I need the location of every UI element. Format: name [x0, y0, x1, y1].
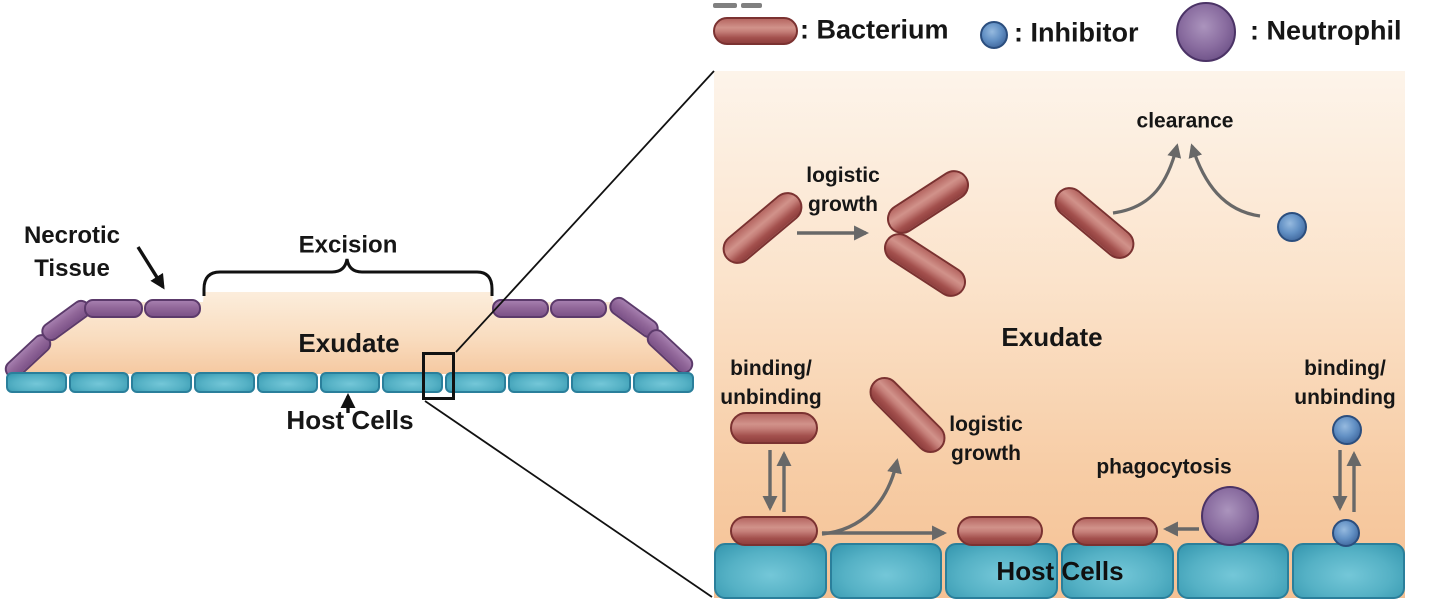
host-cell	[1061, 543, 1174, 599]
bacterium	[730, 516, 818, 546]
necrotic-tissue-segment	[144, 299, 201, 318]
clearance-label: clearance	[1136, 109, 1234, 133]
necrotic-tissue-segment	[492, 299, 549, 318]
host-cell	[1292, 543, 1406, 599]
host-cell	[194, 372, 255, 393]
detail-host-cells-row	[714, 543, 1406, 599]
host-cell	[829, 543, 943, 599]
binding-unbinding-left-label: binding/ unbinding	[720, 357, 822, 409]
excision-brace	[202, 258, 494, 296]
bacterium	[730, 412, 818, 444]
zoom-region-rectangle	[422, 352, 455, 400]
bacterium	[1072, 517, 1158, 546]
zoom-connector-line-bottom	[424, 400, 713, 598]
host-cell	[319, 372, 381, 393]
detail-exudate-label: Exudate	[1001, 322, 1103, 353]
necrotic-tissue-label: Necrotic Tissue	[23, 221, 121, 282]
host-cell	[507, 372, 569, 393]
inhibitor	[1277, 212, 1307, 242]
neutrophil	[1201, 486, 1259, 546]
bacterium-legend-icon	[713, 17, 798, 45]
host-cell	[445, 372, 506, 393]
host-cell	[714, 543, 827, 599]
host-cell	[68, 372, 130, 393]
overview-host-cells-label: Host Cells	[286, 405, 414, 436]
host-cell	[945, 543, 1059, 599]
host-cell	[382, 372, 444, 393]
host-cell	[1176, 543, 1290, 599]
necrotic-tissue-arrow	[136, 246, 165, 290]
legend-bacterium-label: : Bacterium	[800, 14, 949, 45]
cropped-top-artifact	[741, 3, 762, 8]
host-cell	[633, 372, 695, 393]
overview-host-cells-row	[6, 372, 695, 393]
binding-unbinding-right-label: binding/ unbinding	[1294, 357, 1396, 409]
necrotic-tissue-segment	[550, 299, 607, 318]
neutrophil-legend-icon	[1176, 2, 1236, 62]
host-cell	[6, 372, 67, 393]
host-cell	[131, 372, 193, 393]
inhibitor	[1332, 415, 1362, 445]
inhibitor	[1332, 519, 1360, 547]
detail-host-cells-label: Host Cells	[996, 556, 1124, 587]
inhibitor-legend-icon	[980, 21, 1008, 49]
legend-inhibitor-label: : Inhibitor	[1014, 17, 1139, 48]
overview-exudate-label: Exudate	[298, 328, 400, 359]
necrotic-tissue-segment	[84, 299, 143, 318]
phagocytosis-label: phagocytosis	[1096, 455, 1232, 479]
host-cell	[256, 372, 318, 393]
bacterium	[957, 516, 1043, 546]
excision-label: Excision	[298, 231, 398, 259]
logistic-growth-bottom-label: logistic growth	[949, 413, 1023, 465]
host-cell	[570, 372, 632, 393]
legend-neutrophil-label: : Neutrophil	[1250, 15, 1402, 46]
logistic-growth-top-label: logistic growth	[806, 164, 880, 216]
cropped-top-artifact	[713, 3, 737, 8]
